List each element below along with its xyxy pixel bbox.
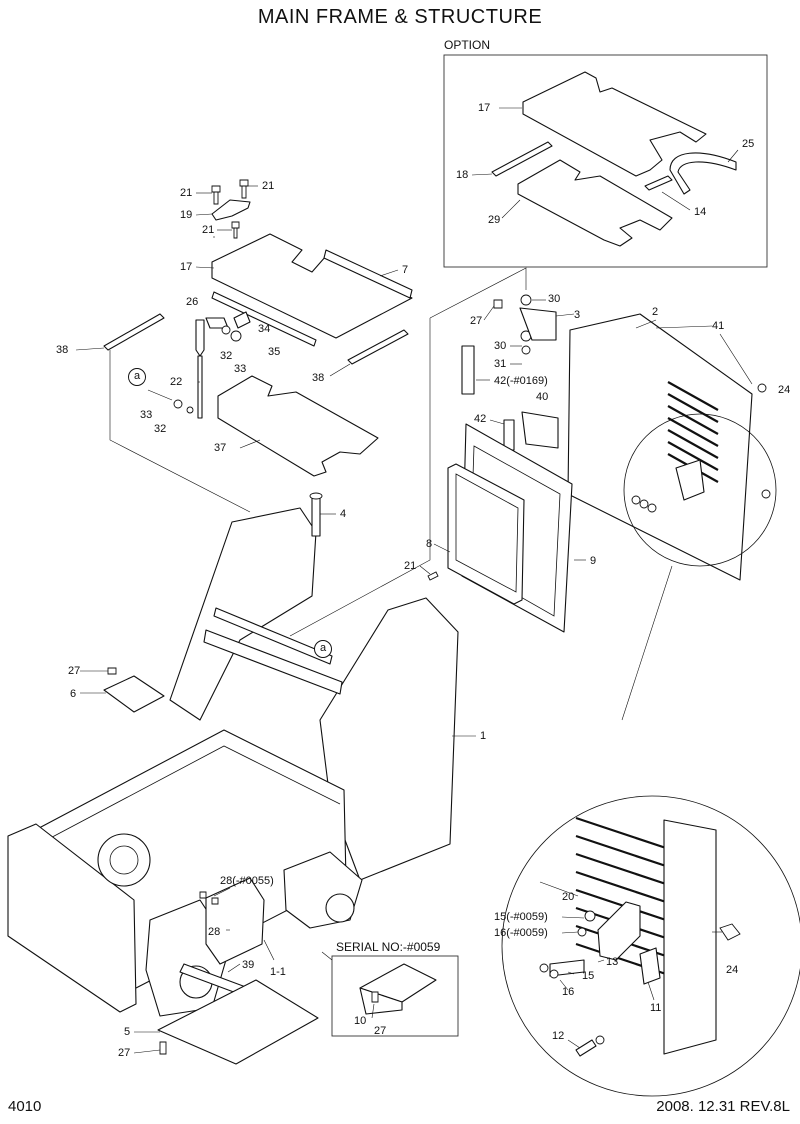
callout-label: 8: [426, 538, 433, 550]
detail-view: [501, 795, 800, 1097]
callout-label: 37: [214, 442, 227, 454]
view-marker-a-frame: a: [314, 640, 332, 658]
callout-label: 4: [340, 508, 347, 520]
callout-label: 21: [262, 180, 275, 192]
callout-label: 14: [694, 206, 707, 218]
callout-label: 2: [652, 306, 659, 318]
callout-label: 13: [606, 956, 619, 968]
callout-label: 16: [562, 986, 575, 998]
callout-label: 33: [234, 363, 247, 375]
callout-label: 5: [124, 1026, 131, 1038]
callout-label: 9: [590, 555, 597, 567]
callout-label: 32: [220, 350, 233, 362]
side-panel-assembly: [289, 267, 777, 721]
callout-label: 17: [180, 261, 193, 273]
callout-label: 25: [742, 138, 755, 150]
callout-label: 1-1: [270, 966, 286, 978]
callout-label: 34: [258, 323, 271, 335]
callout-label: 27: [470, 315, 483, 327]
revision-date: 2008. 12.31 REV.8L: [656, 1098, 790, 1115]
callout-label: 28(-#0055): [220, 875, 274, 887]
callout-label: 39: [242, 959, 255, 971]
main-frame: [7, 492, 476, 1065]
callout-label: 3: [574, 309, 581, 321]
callout-label: 30: [548, 293, 561, 305]
callout-label: 18: [456, 169, 469, 181]
callout-label: 21: [202, 224, 215, 236]
callout-label: 1: [480, 730, 487, 742]
callout-label: 7: [402, 264, 409, 276]
callout-label: 40: [536, 391, 549, 403]
callout-label: 17: [478, 102, 491, 114]
callout-label: 24: [778, 384, 791, 396]
callout-label: 42(-#0169): [494, 375, 548, 387]
callout-label: 21: [404, 560, 417, 572]
callout-label: 11: [650, 1002, 662, 1014]
callout-label: 38: [56, 344, 69, 356]
callout-label: 28: [208, 926, 221, 938]
callout-label: 16(-#0059): [494, 927, 548, 939]
callout-label: 15(-#0059): [494, 911, 548, 923]
page-number: 4010: [8, 1098, 42, 1115]
callout-label: 15: [582, 970, 595, 982]
callout-label: 32: [154, 423, 167, 435]
callout-label: 27: [68, 665, 81, 677]
callout-label: 20: [562, 891, 575, 903]
callout-label: 26: [186, 296, 199, 308]
callout-label: 30: [494, 340, 507, 352]
callout-label: 10: [354, 1015, 367, 1027]
callout-label: 33: [140, 409, 153, 421]
serial-box-title: SERIAL NO:-#0059: [336, 940, 441, 954]
floor-plate-assembly: [75, 179, 413, 513]
callout-label: 42: [474, 413, 487, 425]
callout-label: 24: [726, 964, 739, 976]
callout-label: 19: [180, 209, 193, 221]
callout-label: 21: [180, 187, 193, 199]
callout-label: 22: [170, 376, 183, 388]
view-marker-a-top: a: [128, 368, 146, 386]
callout-label: 27: [374, 1025, 387, 1037]
option-box: [443, 54, 768, 268]
serial-box: [321, 951, 459, 1037]
callout-label: 29: [488, 214, 501, 226]
page-title: MAIN FRAME & STRUCTURE: [257, 6, 543, 28]
callout-label: 35: [268, 346, 281, 358]
callout-label: 31: [494, 358, 507, 370]
callout-label: 41: [712, 320, 725, 332]
option-box-title: OPTION: [444, 38, 491, 52]
callout-label: 27: [118, 1047, 131, 1059]
callout-label: 6: [70, 688, 77, 700]
callout-label: 38: [312, 372, 325, 384]
callout-label: 12: [552, 1030, 565, 1042]
